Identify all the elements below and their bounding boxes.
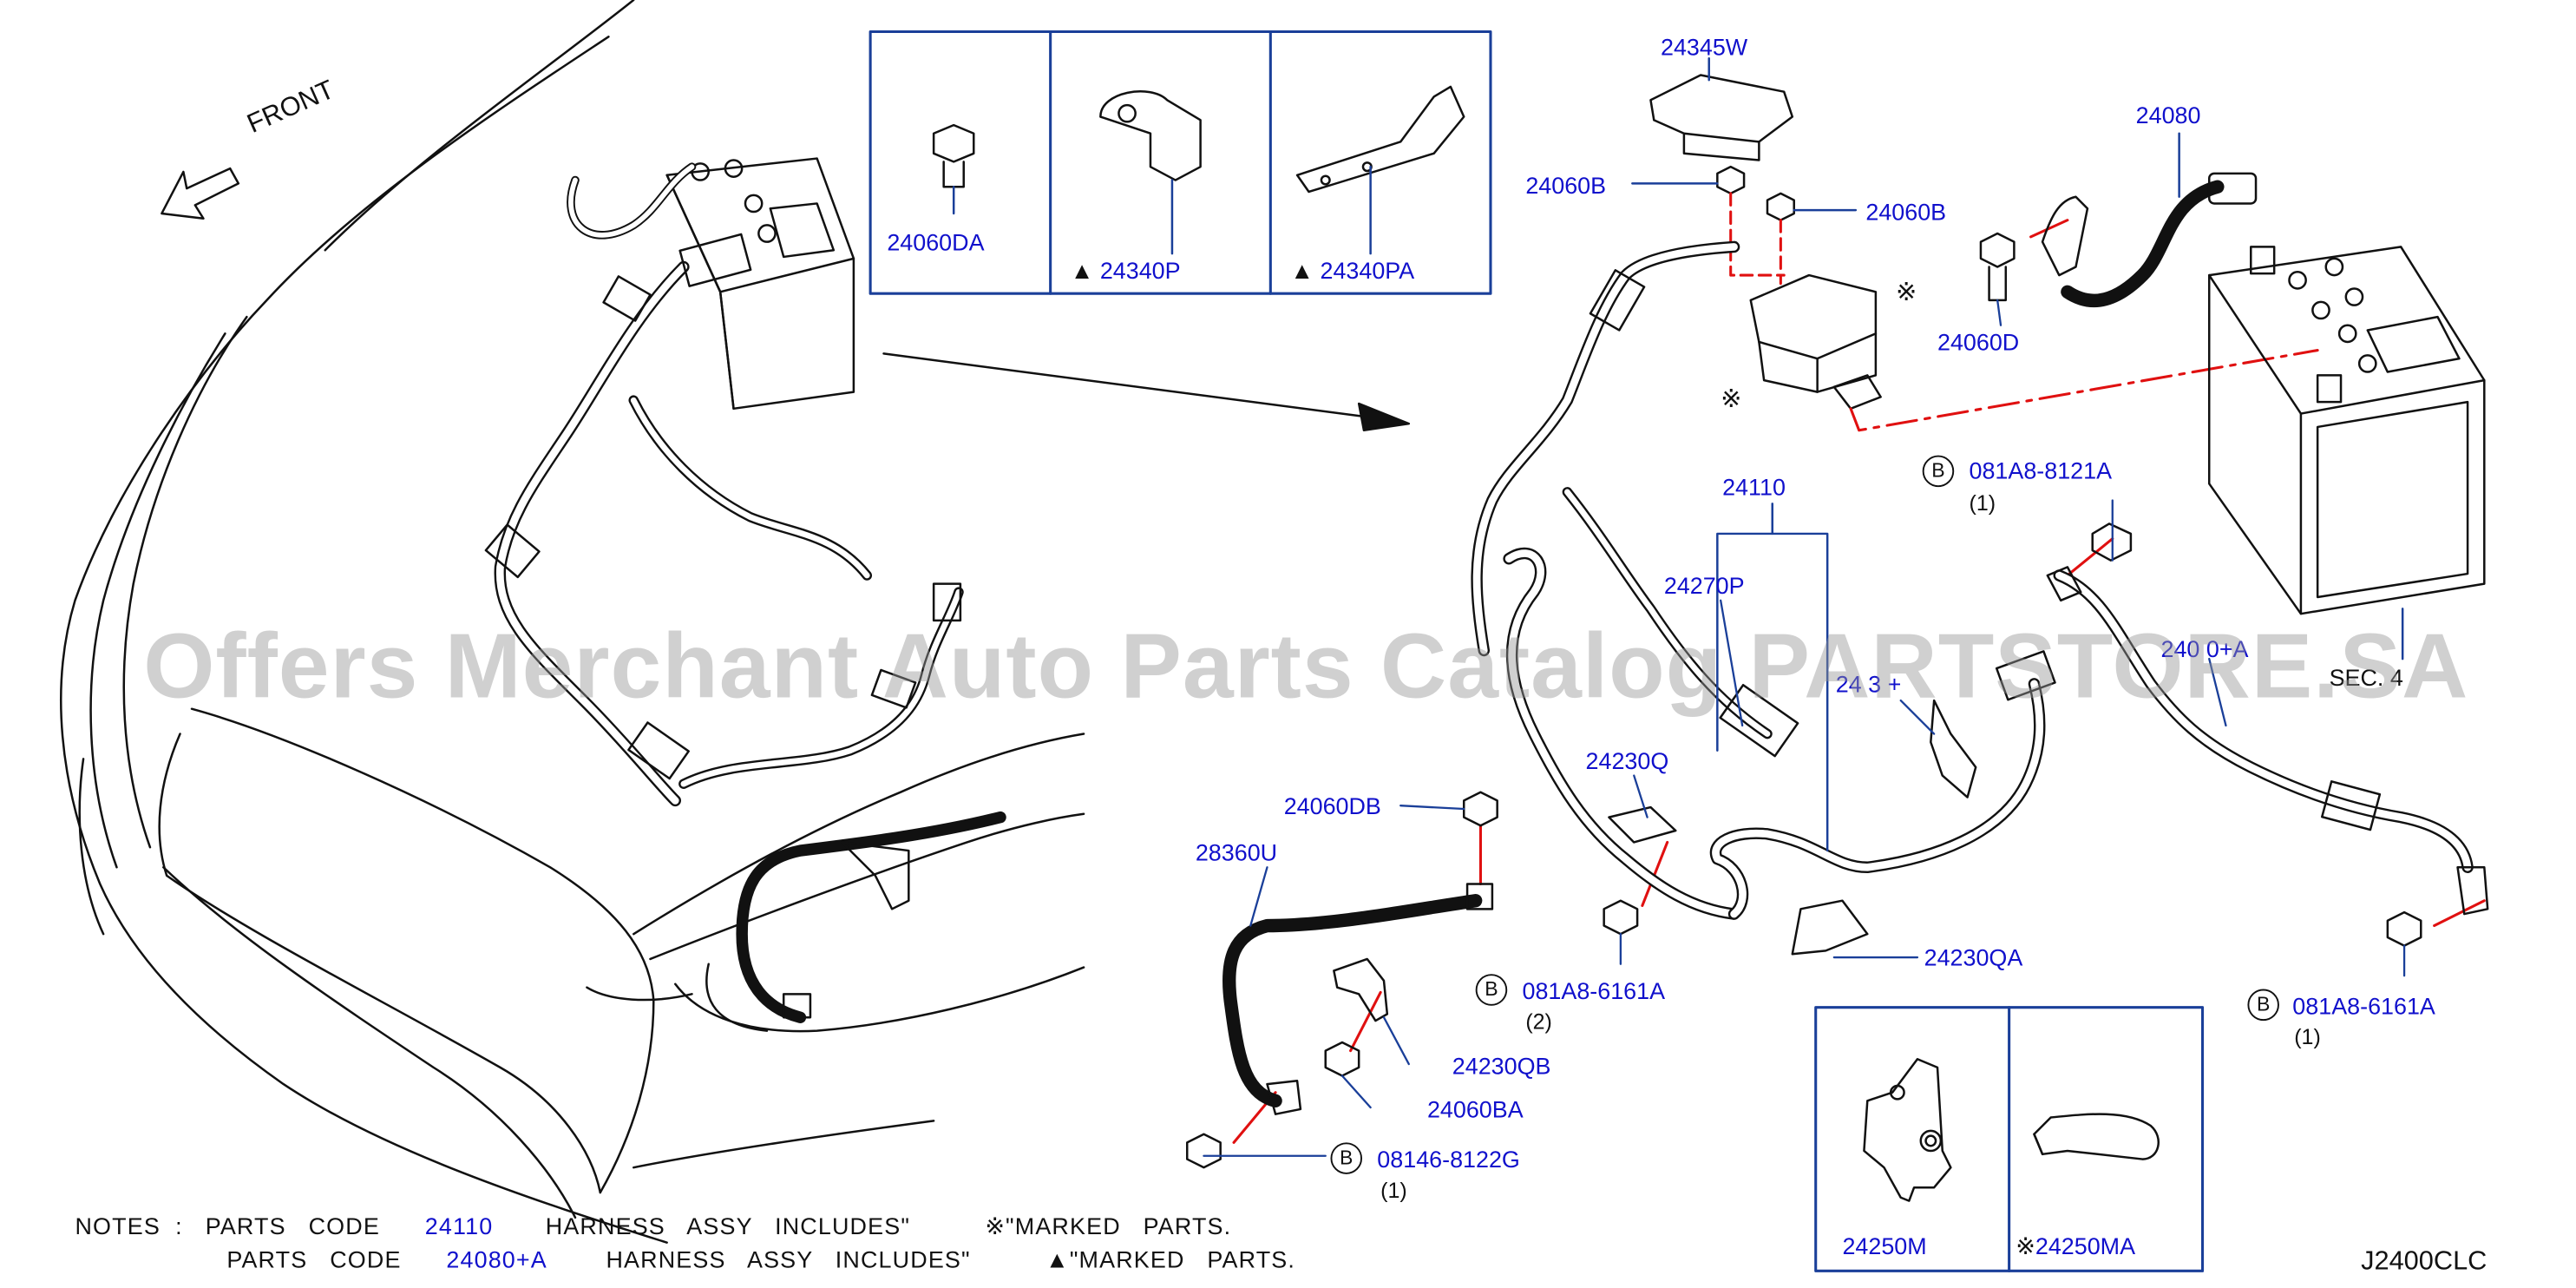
label-24230QB[interactable]: 24230QB [1452, 1052, 1551, 1080]
triangle-mark: ▲ [1070, 256, 1094, 284]
notes-line-1: NOTES : PARTS CODE 24110 HARNESS ASSY IN… [75, 1212, 1231, 1241]
bolt-b4 [1185, 1133, 1222, 1169]
red-leaders [1232, 192, 2486, 1144]
inset-part-24250MA [2033, 1113, 2160, 1160]
bolt-b4-circle: B [1330, 1142, 1363, 1174]
notes-line1-code: 24110 [424, 1212, 494, 1239]
notes-line1-mark: ※"MARKED PARTS. [985, 1212, 1232, 1239]
notes-line2-lead: PARTS CODE [226, 1245, 402, 1273]
bracket-24230QB [1333, 957, 1389, 1022]
cable-24080A [2046, 522, 2489, 916]
notes-line2-mark: ▲"MARKED PARTS. [1045, 1245, 1296, 1273]
mark-a: ※ [1895, 278, 1917, 307]
bolt-24060D [1979, 232, 2016, 302]
label-28360U[interactable]: 28360U [1195, 838, 1278, 866]
label-sec-partial[interactable]: SEC. 4 [2329, 663, 2403, 691]
label-24270P[interactable]: 24270P [1663, 572, 1745, 599]
label-24080[interactable]: 24080 [2135, 102, 2201, 128]
notes-line1-lead: PARTS CODE [205, 1212, 380, 1239]
bolt-b3-qty: (1) [2294, 1023, 2321, 1049]
leader-24110 [1716, 503, 1829, 852]
left-battery [665, 157, 855, 411]
bolt-b3-code[interactable]: 081A8-6161A [2292, 992, 2435, 1020]
car-body-outline [60, 0, 1085, 1244]
bolt-b1-qty: (1) [1969, 490, 1996, 516]
label-24340P[interactable]: ▲ 24340P [1071, 257, 1181, 284]
bolt-b2-qty: (2) [1525, 1009, 1552, 1035]
label-24345W[interactable]: 24345W [1660, 33, 1748, 61]
cable-24080 [2041, 132, 2258, 307]
label-24340P-text: 24340P [1099, 256, 1181, 284]
notes-line-2: PARTS CODE 24080+A HARNESS ASSY INCLUDES… [226, 1245, 1295, 1272]
detail-arrow [882, 352, 1411, 432]
reference-mark: ※ [2016, 1232, 2035, 1259]
notes-prefix: NOTES : [75, 1212, 183, 1239]
bolt-b3 [2386, 910, 2422, 947]
left-ground-cable [736, 811, 1006, 1023]
label-24060BA[interactable]: 24060BA [1426, 1095, 1524, 1123]
inset-bracket-24340PA [1295, 85, 1465, 255]
triangle-mark: ▲ [1290, 256, 1314, 284]
label-24080A-partial[interactable]: 240 0+A [2160, 635, 2249, 662]
blue-leaders [1203, 299, 2406, 1157]
label-24060B-right[interactable]: 24060B [1865, 198, 1947, 226]
watermark: Offers Merchant Auto Parts Catalog PARTS… [143, 614, 2469, 718]
front-direction-arrow [161, 167, 240, 220]
bolt-b4-qty: (1) [1380, 1177, 1407, 1203]
fusible-link-24345W [1649, 57, 1794, 161]
label-24060DB[interactable]: 24060DB [1283, 792, 1381, 819]
bottom-inset-frame [1814, 1006, 2205, 1272]
left-harness [484, 162, 964, 807]
nut-24060B-right [1766, 192, 1858, 221]
label-24060DA[interactable]: 24060DA [887, 228, 985, 256]
label-2413-partial[interactable]: 24 3 + [1835, 670, 1902, 698]
label-24110[interactable]: 24110 [1722, 473, 1786, 501]
harness-24110 [1471, 240, 2056, 956]
nut-24060BA [1324, 1041, 1360, 1077]
bolt-b2-code[interactable]: 081A8-6161A [1522, 977, 1666, 1004]
mark-b: ※ [1721, 384, 1742, 414]
label-24060D[interactable]: 24060D [1937, 328, 2020, 356]
bolt-b1-code[interactable]: 081A8-8121A [1969, 457, 2113, 484]
nut-24060B-left [1631, 165, 1746, 195]
inset-bracket-24340P [1099, 90, 1202, 255]
bolt-b1-circle: B [1922, 455, 1955, 488]
top-inset-frame [868, 30, 1492, 295]
bolt-b4-code[interactable]: 08146-8122G [1377, 1146, 1520, 1173]
label-24230QA[interactable]: 24230QA [1924, 943, 2023, 971]
bolt-b2-circle: B [1475, 974, 1508, 1006]
label-24230Q[interactable]: 24230Q [1585, 746, 1669, 774]
label-24340PA-text: 24340PA [1320, 256, 1415, 284]
label-24060B-left[interactable]: 24060B [1525, 171, 1607, 199]
cable-28360U [1222, 791, 1498, 1115]
label-24250MA[interactable]: ※24250MA [2016, 1232, 2135, 1259]
label-24340PA[interactable]: ▲ 24340PA [1290, 257, 1414, 284]
fuse-block [1749, 273, 1882, 411]
bolt-b2 [1603, 899, 1639, 936]
inset-part-24250M [1863, 1058, 1952, 1202]
notes-line2-code: 24080+A [446, 1245, 547, 1273]
label-24250MA-text: 24250MA [2035, 1232, 2136, 1259]
right-battery [2207, 246, 2486, 660]
diagram-code: J2400CLC [2361, 1247, 2488, 1277]
notes-line2-text: HARNESS ASSY INCLUDES" [606, 1245, 971, 1273]
label-24250M[interactable]: 24250M [1842, 1232, 1927, 1259]
notes-line1-text: HARNESS ASSY INCLUDES" [545, 1212, 911, 1239]
inset-bolt-24060DA [932, 123, 975, 215]
bolt-b3-circle: B [2247, 989, 2279, 1022]
